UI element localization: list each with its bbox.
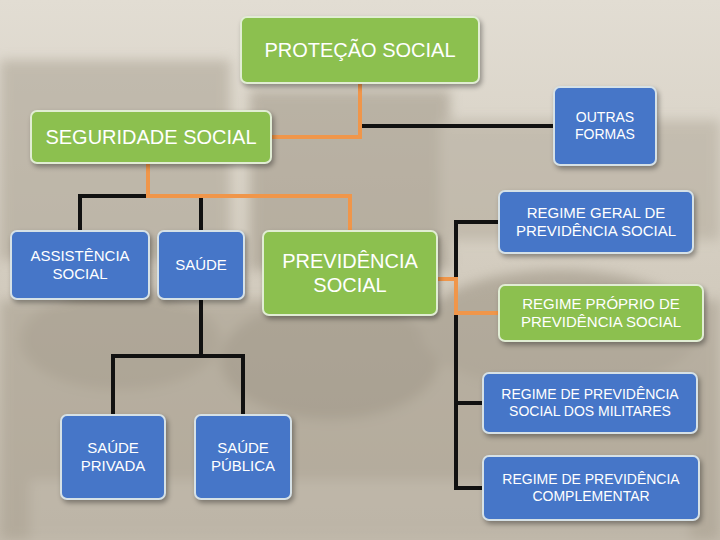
- category-box: PREVIDÊNCIA SOCIAL: [262, 230, 438, 316]
- category-box: REGIME GERAL DE PREVIDÊNCIA SOCIAL: [498, 190, 694, 254]
- category-box: SAÚDE: [157, 230, 245, 300]
- connector-line: [438, 279, 482, 488]
- box-label: REGIME PRÓPRIO DE PREVIDÊNCIA SOCIAL: [508, 295, 694, 331]
- box-label: REGIME DE PREVIDÊNCIA COMPLEMENTAR: [492, 471, 690, 505]
- photo-figures: [0, 60, 720, 540]
- box-label: PREVIDÊNCIA SOCIAL: [272, 249, 428, 297]
- connector-line: [438, 279, 498, 313]
- root-box: PROTEÇÃO SOCIAL: [240, 16, 480, 84]
- box-label: SAÚDE: [175, 256, 227, 274]
- category-box: SAÚDE PÚBLICA: [194, 414, 292, 500]
- box-label: PROTEÇÃO SOCIAL: [264, 38, 455, 62]
- box-label: SEGURIDADE SOCIAL: [45, 125, 256, 149]
- category-box: REGIME DE PREVIDÊNCIA SOCIAL DOS MILITAR…: [482, 372, 698, 434]
- connector-line: [201, 300, 243, 414]
- category-box: ASSISTÊNCIA SOCIAL: [10, 230, 150, 300]
- category-box: SAÚDE PRIVADA: [60, 414, 166, 500]
- connector-line: [438, 279, 482, 403]
- box-label: ASSISTÊNCIA SOCIAL: [20, 247, 140, 283]
- connector-line: [360, 84, 553, 126]
- connector-line: [272, 84, 360, 137]
- connector-line: [113, 300, 201, 414]
- category-box: REGIME PRÓPRIO DE PREVIDÊNCIA SOCIAL: [498, 284, 704, 342]
- box-label: REGIME DE PREVIDÊNCIA SOCIAL DOS MILITAR…: [492, 386, 688, 420]
- box-label: SAÚDE PÚBLICA: [204, 439, 282, 475]
- connector-line: [438, 222, 498, 279]
- box-label: REGIME GERAL DE PREVIDÊNCIA SOCIAL: [508, 204, 684, 240]
- connector-line: [80, 164, 148, 230]
- box-label: OUTRAS FORMAS: [563, 109, 647, 143]
- category-box: REGIME DE PREVIDÊNCIA COMPLEMENTAR: [482, 455, 700, 521]
- category-box: SEGURIDADE SOCIAL: [30, 110, 272, 164]
- box-label: SAÚDE PRIVADA: [70, 439, 156, 475]
- category-box: OUTRAS FORMAS: [553, 86, 657, 166]
- connector-line: [148, 164, 350, 230]
